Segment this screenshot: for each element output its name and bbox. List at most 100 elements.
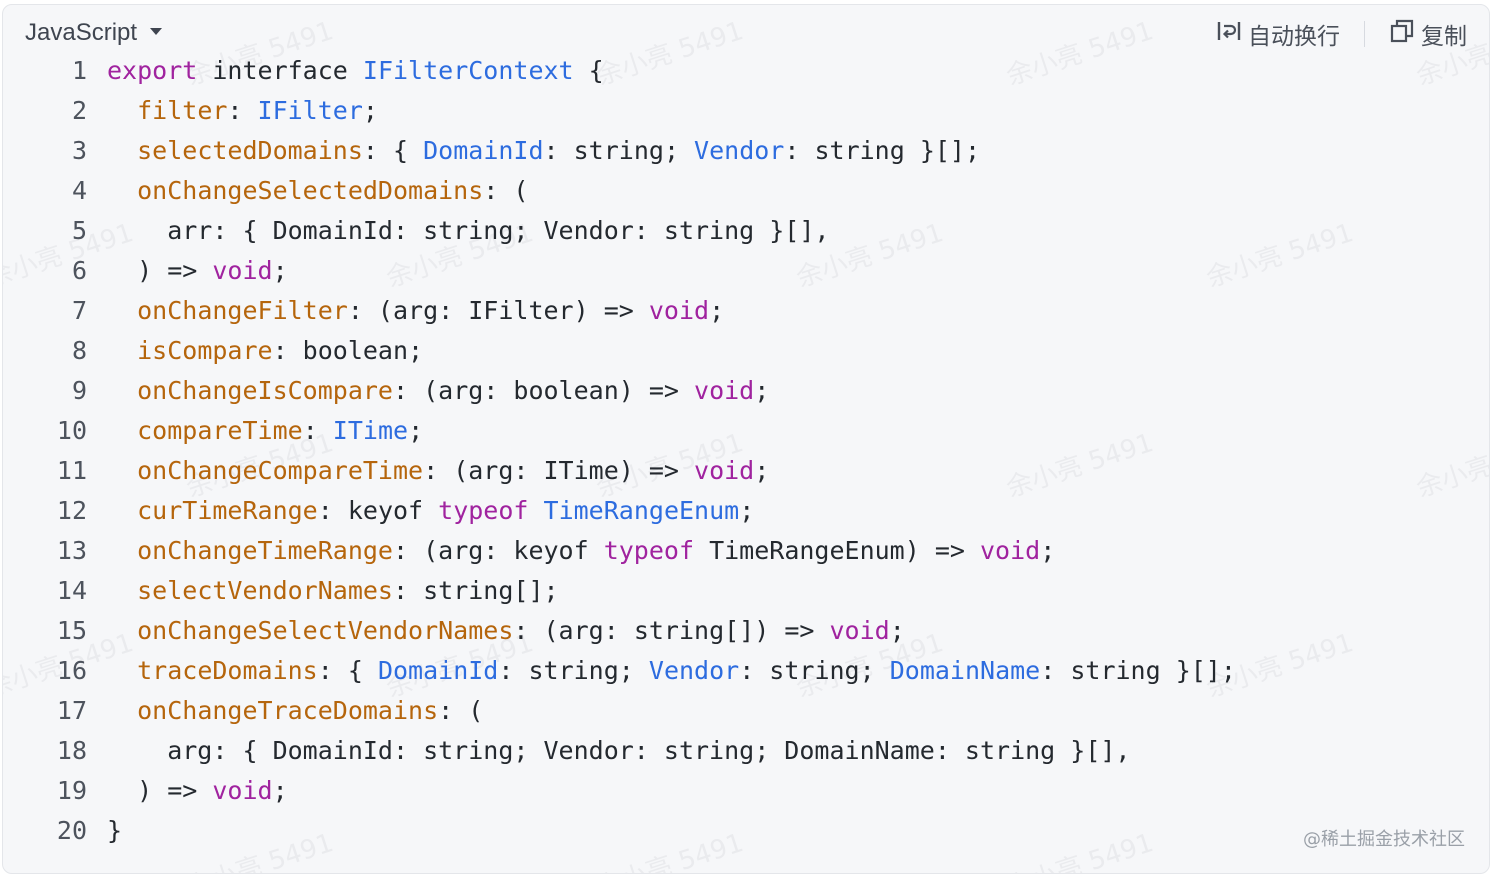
code-token	[107, 536, 137, 565]
language-label: JavaScript	[25, 19, 138, 46]
copy-label: 复制	[1421, 24, 1467, 50]
code-token: TimeRangeEnum) =>	[694, 536, 980, 565]
code-line: 19 ) => void;	[3, 771, 1489, 811]
line-number: 13	[56, 536, 87, 565]
code-line: 17 onChangeTraceDomains: (	[3, 691, 1489, 731]
line-number: 16	[56, 656, 87, 685]
code-token: : (	[438, 696, 484, 725]
line-number: 20	[56, 816, 87, 845]
code-token: Vendor	[648, 656, 740, 685]
copy-icon	[1389, 18, 1415, 50]
code-token: DomainId	[377, 656, 499, 685]
code-token: selectedDomains	[137, 136, 363, 165]
code-token: : (arg: boolean) =>	[392, 376, 695, 405]
code-token: ;	[408, 416, 424, 445]
code-token: }	[107, 816, 123, 845]
word-wrap-button[interactable]: 自动换行	[1216, 17, 1340, 51]
code-text: export interface IFilterContext {	[107, 51, 604, 91]
code-token: : string }[];	[784, 136, 981, 165]
code-line: 12 curTimeRange: keyof typeof TimeRangeE…	[3, 491, 1489, 531]
line-number: 7	[71, 296, 87, 325]
line-number: 6	[71, 256, 87, 285]
code-token: ) =>	[107, 776, 213, 805]
code-token: ;	[272, 256, 288, 285]
toolbar-divider	[1364, 21, 1365, 47]
code-token: onChangeTimeRange	[137, 536, 393, 565]
site-credit: @稀土掘金技术社区	[1303, 829, 1465, 850]
code-line: 7 onChangeFilter: (arg: IFilter) => void…	[3, 291, 1489, 331]
code-token: void	[694, 376, 755, 405]
code-line: 18 arg: { DomainId: string; Vendor: stri…	[3, 731, 1489, 771]
code-text: filter: IFilter;	[107, 91, 378, 131]
code-token: void	[980, 536, 1041, 565]
toolbar-actions: 自动换行 复制	[1216, 17, 1467, 51]
code-token	[107, 656, 137, 685]
code-token: ) =>	[107, 256, 213, 285]
code-token	[107, 296, 137, 325]
code-token: void	[829, 616, 890, 645]
code-token: arg: { DomainId: string; Vendor: string;…	[107, 736, 1131, 765]
code-token	[107, 496, 137, 525]
code-token: {	[573, 56, 604, 85]
code-token	[107, 696, 137, 725]
line-number: 8	[71, 336, 87, 365]
code-token: isCompare	[137, 336, 273, 365]
code-text: compareTime: ITime;	[107, 411, 423, 451]
code-token: onChangeCompareTime	[137, 456, 424, 485]
code-token: filter	[137, 96, 228, 125]
code-token: curTimeRange	[137, 496, 318, 525]
line-number: 18	[56, 736, 87, 765]
line-number: 10	[56, 416, 87, 445]
code-token	[107, 616, 137, 645]
code-token: ;	[754, 456, 770, 485]
code-token: IFilter	[257, 96, 363, 125]
code-token: : (	[483, 176, 529, 205]
code-text: onChangeFilter: (arg: IFilter) => void;	[107, 291, 724, 331]
code-body: 1 export interface IFilterContext { 2 filt…	[3, 51, 1489, 851]
code-text: selectVendorNames: string[];	[107, 571, 559, 611]
code-token: : (arg: string[]) =>	[513, 616, 830, 645]
code-token: : (arg: ITime) =>	[423, 456, 695, 485]
language-select[interactable]: JavaScript	[25, 19, 163, 47]
code-token: Vendor	[694, 136, 785, 165]
line-number: 12	[56, 496, 87, 525]
code-line: 15 onChangeSelectVendorNames: (arg: stri…	[3, 611, 1489, 651]
code-token: compareTime	[137, 416, 303, 445]
line-number: 2	[71, 96, 87, 125]
line-number: 1	[71, 56, 87, 85]
code-line: 13 onChangeTimeRange: (arg: keyof typeof…	[3, 531, 1489, 571]
code-token: : string[];	[392, 576, 559, 605]
code-token	[528, 496, 543, 525]
line-number: 14	[56, 576, 87, 605]
code-token: ;	[889, 616, 905, 645]
line-number: 3	[71, 136, 87, 165]
code-token: onChangeSelectVendorNames	[137, 616, 514, 645]
code-token: void	[694, 456, 755, 485]
code-line: 4 onChangeSelectedDomains: (	[3, 171, 1489, 211]
code-text: curTimeRange: keyof typeof TimeRangeEnum…	[107, 491, 754, 531]
copy-button[interactable]: 复制	[1389, 17, 1467, 51]
code-text: }	[107, 811, 122, 851]
code-text: arg: { DomainId: string; Vendor: string;…	[107, 731, 1131, 771]
line-number: 15	[56, 616, 87, 645]
code-token: ;	[709, 296, 725, 325]
code-token	[107, 176, 137, 205]
line-number: 5	[71, 216, 87, 245]
code-token: void	[212, 256, 273, 285]
code-line: 11 onChangeCompareTime: (arg: ITime) => …	[3, 451, 1489, 491]
code-token: : keyof	[317, 496, 439, 525]
code-token: : string;	[498, 656, 649, 685]
code-text: onChangeSelectVendorNames: (arg: string[…	[107, 611, 905, 651]
line-number: 17	[56, 696, 87, 725]
line-number: 9	[71, 376, 87, 405]
code-text: isCompare: boolean;	[107, 331, 423, 371]
code-token: traceDomains	[137, 656, 318, 685]
code-text: ) => void;	[107, 251, 288, 291]
code-token: typeof	[603, 536, 695, 565]
code-text: arr: { DomainId: string; Vendor: string …	[107, 211, 829, 251]
code-text: onChangeTraceDomains: (	[107, 691, 483, 731]
code-token: : boolean;	[272, 336, 424, 365]
code-token	[107, 336, 137, 365]
code-token	[107, 456, 137, 485]
